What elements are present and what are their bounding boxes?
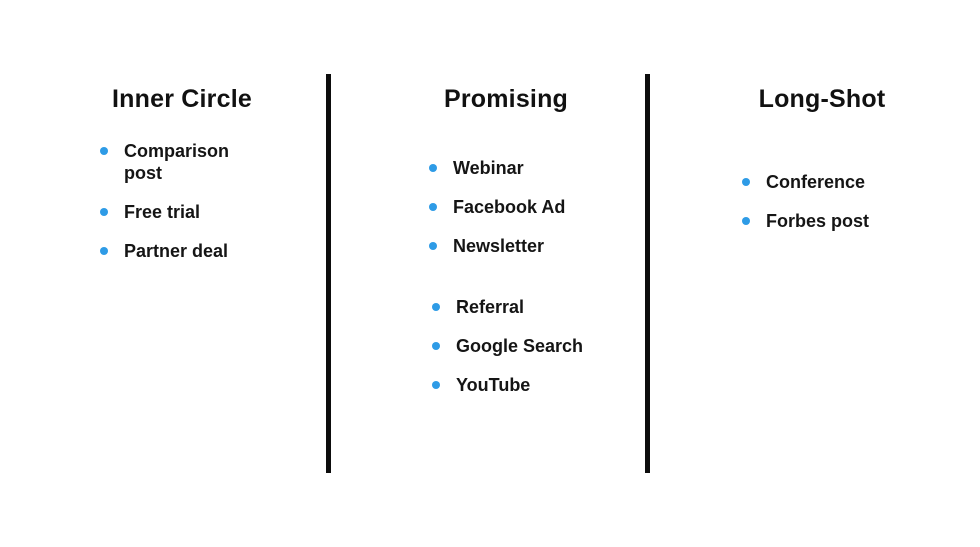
list-item: Webinar [429, 157, 565, 179]
list-item: Facebook Ad [429, 196, 565, 218]
column-title-inner-circle: Inner Circle [112, 85, 252, 113]
bullet-icon [742, 178, 750, 186]
list-item-label: Partner deal [124, 241, 229, 261]
column-divider-right [645, 74, 650, 473]
bullet-icon [429, 164, 437, 172]
list-item: Referral [432, 296, 583, 318]
list-item: Comparison post [100, 140, 242, 184]
list-item: Partner deal [100, 240, 242, 262]
list-item: Free trial [100, 201, 242, 223]
long-shot-list: Conference Forbes post [742, 171, 869, 232]
bullet-icon [432, 342, 440, 350]
list-item: Forbes post [742, 210, 869, 232]
promising-list-top: Webinar Facebook Ad Newsletter [429, 157, 565, 257]
list-item: Conference [742, 171, 869, 193]
bullet-icon [429, 242, 437, 250]
list-item-label: Free trial [124, 202, 201, 222]
bullet-icon [100, 208, 108, 216]
column-title-long-shot: Long-Shot [758, 85, 886, 113]
list-item-label: YouTube [456, 375, 531, 395]
promising-list-bottom: Referral Google Search YouTube [432, 296, 583, 396]
column-divider-left [326, 74, 331, 473]
list-item: YouTube [432, 374, 583, 396]
list-item-label: Forbes post [766, 211, 870, 231]
inner-circle-list: Comparison post Free trial Partner deal [100, 140, 242, 262]
bullet-icon [432, 303, 440, 311]
bullet-icon [429, 203, 437, 211]
list-item-label: Comparison post [124, 141, 230, 183]
bullet-icon [100, 147, 108, 155]
list-item-label: Referral [456, 297, 525, 317]
list-item-label: Google Search [456, 336, 584, 356]
list-item-label: Conference [766, 172, 866, 192]
list-item-label: Newsletter [453, 236, 545, 256]
column-title-promising: Promising [443, 85, 569, 113]
bullet-icon [742, 217, 750, 225]
bullet-icon [432, 381, 440, 389]
list-item-label: Facebook Ad [453, 197, 566, 217]
list-item: Google Search [432, 335, 583, 357]
bullet-icon [100, 247, 108, 255]
list-item-label: Webinar [453, 158, 524, 178]
list-item: Newsletter [429, 235, 565, 257]
